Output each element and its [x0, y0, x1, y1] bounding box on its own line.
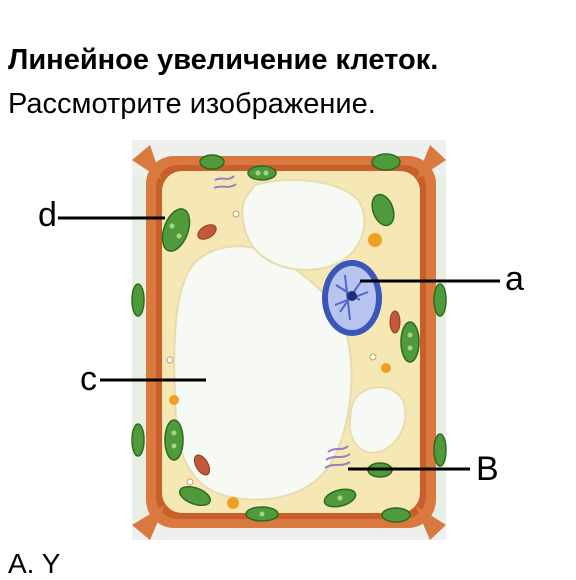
wall-corner-bottom-right: [415, 505, 446, 540]
nucleolus: [347, 291, 357, 301]
mitochondria: [193, 224, 401, 476]
page-subtitle: Рассмотрите изображение.: [8, 88, 376, 120]
page-title: Линейное увеличение клеток.: [8, 44, 439, 76]
small-organelles: [166, 210, 391, 509]
question-text-partial: A. Y: [8, 548, 61, 579]
wall-corner-top-left: [132, 145, 162, 180]
label-d: d: [38, 196, 57, 234]
chloroplasts: [131, 153, 447, 523]
central-vacuole: [173, 245, 353, 501]
wall-corner-top-right: [416, 145, 446, 180]
label-b: B: [476, 450, 499, 488]
upper-vacuole: [241, 179, 366, 271]
golgi-apparatus: [213, 175, 351, 469]
label-a: a: [505, 260, 524, 298]
plant-cell-diagram: [58, 140, 500, 540]
chloroplast-grana: [169, 170, 413, 517]
lower-right-vacuole: [348, 386, 407, 454]
wall-corner-bottom-left: [132, 505, 165, 540]
label-c: c: [80, 360, 97, 398]
